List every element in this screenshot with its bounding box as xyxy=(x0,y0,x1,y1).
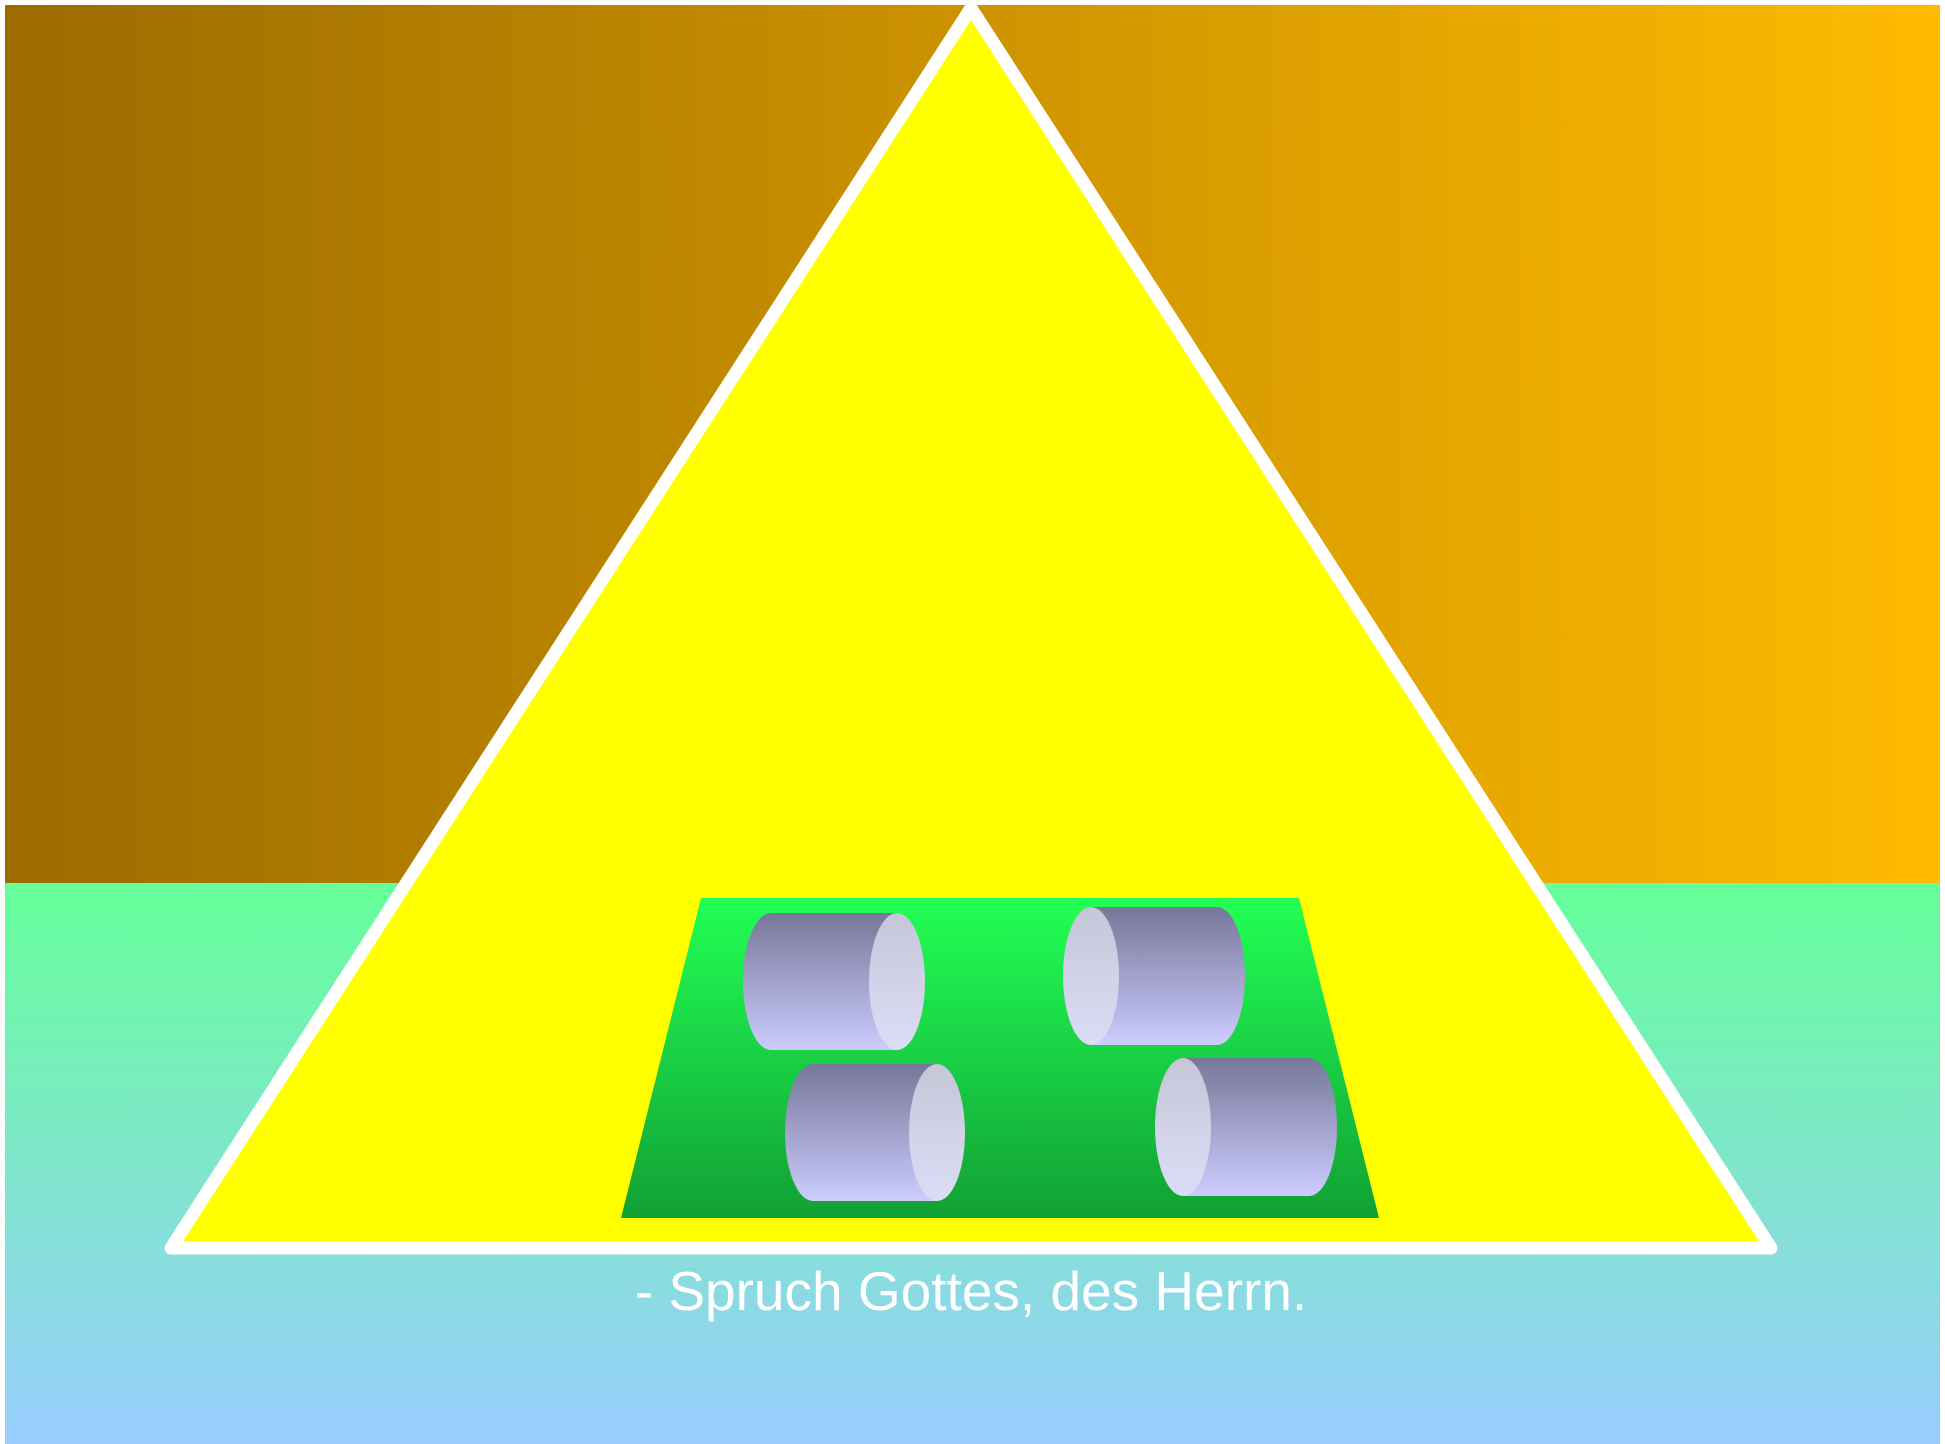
caption-text: - Spruch Gottes, des Herrn. xyxy=(635,1260,1308,1322)
cylinder-bottom-right xyxy=(1155,1058,1337,1196)
cylinder-top-left xyxy=(743,913,925,1050)
cylinder-bottom-left xyxy=(785,1064,965,1201)
cylinder-top-right xyxy=(1063,907,1245,1045)
